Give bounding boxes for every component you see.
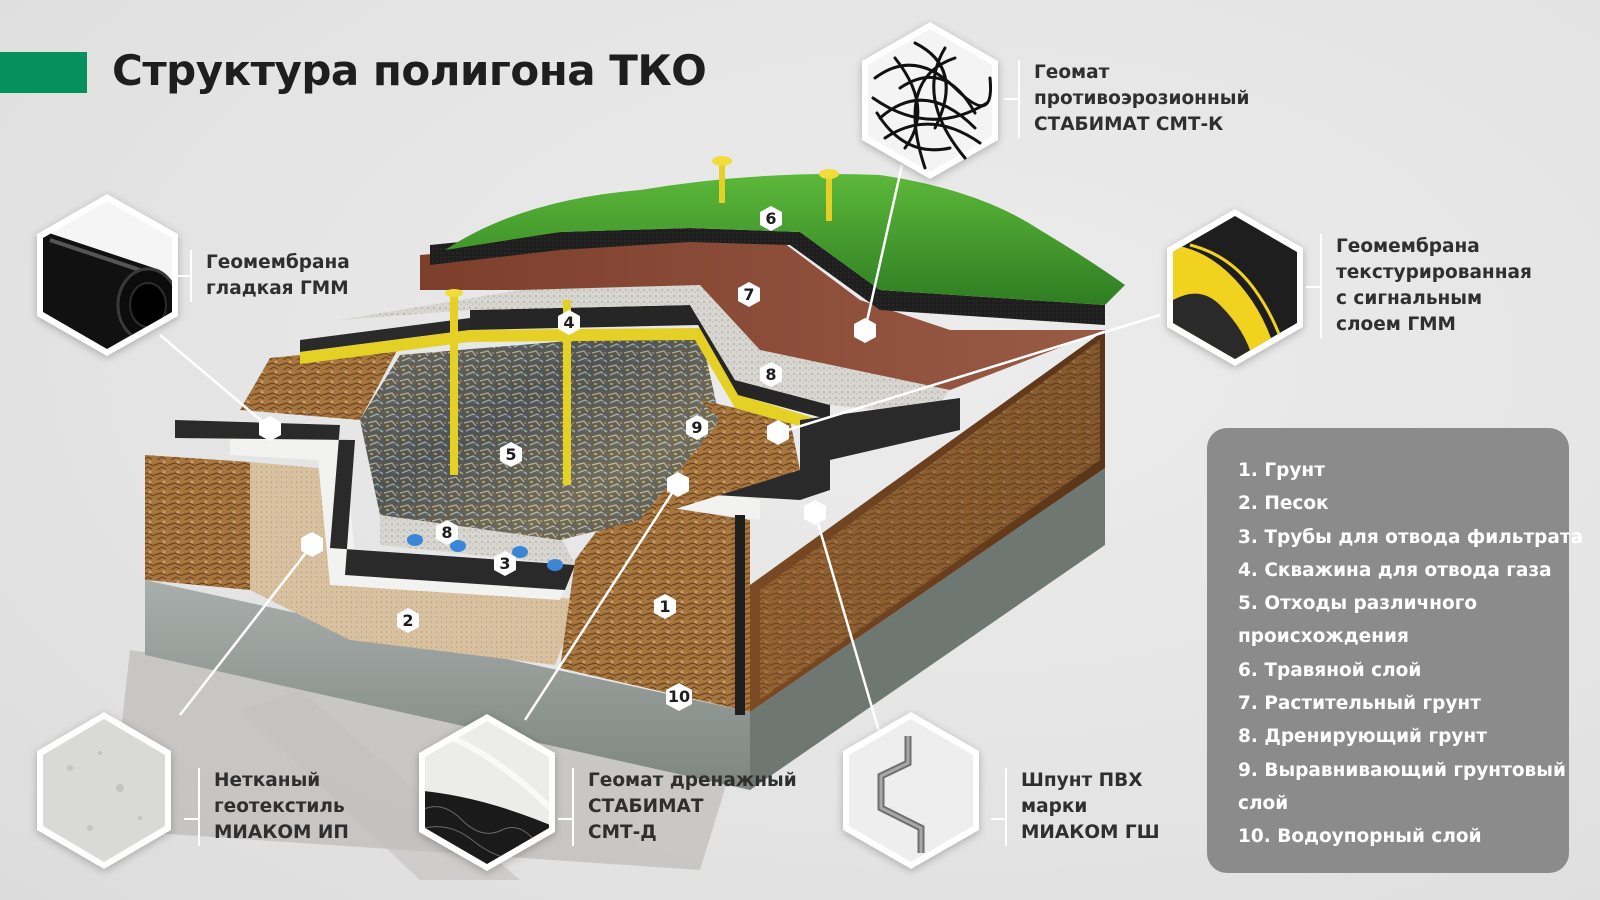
marker-4: 4: [558, 310, 580, 335]
legend-item: слой: [1238, 792, 1289, 814]
marker-8-lower: 8: [436, 520, 458, 545]
layer-erosion-mat: [430, 228, 1105, 325]
callout-line: с сигнальным: [1336, 288, 1483, 309]
geomat-tangle-icon: [862, 22, 998, 179]
callout-tick: [1306, 286, 1322, 288]
callout-tick: [991, 818, 1007, 820]
svg-text:4: 4: [563, 313, 574, 332]
sheet-pile-blocks: [800, 398, 960, 500]
layer-drain-upper: [340, 285, 950, 415]
marker-7: 7: [738, 282, 760, 307]
callout-line: СТАБИМАТ: [588, 796, 704, 817]
callout-tick: [558, 818, 574, 820]
marker-10: 10: [666, 683, 692, 711]
callout-tick: [184, 818, 200, 820]
layer-grass: [445, 174, 1125, 305]
geotextile-icon: [37, 712, 171, 869]
marker-5: 5: [500, 442, 522, 467]
geotextile-thumbnail: [30, 708, 178, 873]
connector-dots: [259, 318, 876, 557]
marker-3: 3: [494, 551, 516, 576]
callout-line: гладкая ГММ: [206, 278, 349, 299]
callout-geomat-drain: Геомат дренажный СТАБИМАТ СМТ-Д: [572, 768, 797, 846]
legend-item: 8. Дренирующий грунт: [1238, 726, 1487, 748]
callout-line: текстурированная: [1336, 262, 1532, 283]
callout-line: слоем ГММ: [1336, 314, 1456, 335]
callout-line: МИАКОМ ИП: [214, 822, 349, 843]
legend-panel: 1. Грунт 2. Песок 3. Трубы для отвода фи…: [1207, 428, 1584, 873]
marker-2: 2: [397, 608, 419, 633]
geomembrane-textured-thumbnail: [1160, 205, 1310, 370]
callout-line: Геомембрана: [206, 252, 350, 273]
callout-sheet-pile: Шпунт ПВХ марки МИАКОМ ГШ: [1005, 768, 1160, 846]
callout-tick: [1004, 98, 1020, 100]
legend-item: 3. Трубы для отвода фильтрата: [1238, 526, 1584, 548]
svg-text:8: 8: [765, 365, 776, 384]
svg-text:8: 8: [441, 523, 452, 542]
title-accent-bar: [0, 52, 87, 93]
layer-soil-left: [145, 455, 250, 590]
callout-line: СМТ-Д: [588, 822, 657, 843]
legend-item: 1. Грунт: [1238, 460, 1325, 481]
legend-item: 2. Песок: [1238, 493, 1329, 515]
callout-line: Геомат: [1034, 62, 1110, 83]
layer-leveling: [640, 400, 800, 520]
layer-drain-lower: [380, 515, 575, 565]
svg-text:9: 9: [691, 418, 702, 437]
callout-line: Нетканый: [214, 770, 321, 791]
callout-geomembrane-smooth: Геомембрана гладкая ГММ: [190, 250, 350, 302]
layer-smooth-membrane: [175, 420, 575, 590]
geomat-drain-thumbnail: [412, 710, 562, 875]
legend-item: 5. Отходы различного: [1238, 593, 1478, 615]
layer-signal-membrane: [300, 328, 820, 432]
marker-1: 1: [654, 594, 676, 619]
callout-line: геотекстиль: [214, 796, 345, 817]
marker-8-upper: 8: [760, 362, 782, 387]
svg-text:5: 5: [505, 445, 516, 464]
layer-soil-front: [560, 500, 750, 712]
callout-geomat-erosion: Геомат противоэрозионный СТАБИМАТ СМТ-К: [1018, 60, 1249, 138]
callout-line: МИАКОМ ГШ: [1021, 822, 1160, 843]
geomat-erosion-thumbnail: [855, 18, 1005, 183]
svg-text:3: 3: [499, 554, 510, 573]
marker-9: 9: [686, 415, 708, 440]
callout-geomembrane-textured: Геомембрана текстурированная с сигнальны…: [1320, 234, 1532, 338]
svg-text:10: 10: [668, 687, 690, 706]
svg-text:6: 6: [765, 209, 776, 228]
drain-geomat-icon: [419, 714, 555, 871]
callout-line: Геомат дренажный: [588, 770, 797, 791]
legend-item: 9. Выравнивающий грунтовый: [1238, 759, 1566, 781]
page-title: Структура полигона ТКО: [112, 46, 707, 95]
layer-soil-side: [750, 330, 1105, 712]
sheet-pile-front: [735, 515, 745, 715]
callout-line: марки: [1021, 796, 1088, 817]
callout-line: Геомембрана: [1336, 236, 1480, 257]
sheet-pile-icon: [843, 712, 979, 869]
callout-line: противоэрозионный: [1034, 88, 1250, 109]
sheet-pile-thumbnail: [836, 708, 986, 873]
leachate-pipes: [407, 534, 563, 571]
legend-item: 7. Растительный грунт: [1238, 693, 1481, 715]
layer-number-markers: 1 2 3 4 5 6 7 8 8 9 10: [397, 206, 782, 711]
callout-geotextile: Нетканый геотекстиль МИАКОМ ИП: [198, 768, 349, 846]
membrane-roll-icon: [37, 194, 178, 356]
callout-line: Шпунт ПВХ: [1021, 770, 1143, 791]
svg-text:7: 7: [743, 285, 754, 304]
callout-line: СТАБИМАТ СМТ-К: [1034, 114, 1224, 135]
callout-tick: [176, 275, 192, 277]
gas-wells: [445, 156, 839, 485]
geomembrane-smooth-thumbnail: [30, 190, 185, 360]
legend-item: 4. Скважина для отвода газа: [1238, 559, 1552, 581]
marker-6: 6: [760, 206, 782, 231]
svg-text:2: 2: [402, 611, 413, 630]
layer-waste: [360, 330, 720, 540]
legend-item: происхождения: [1238, 626, 1409, 648]
layer-sand: [250, 462, 580, 665]
layer-vegetative-soil: [420, 238, 1105, 390]
legend-item: 6. Травяной слой: [1238, 659, 1422, 681]
svg-text:1: 1: [659, 597, 670, 616]
textured-membrane-icon: [1167, 209, 1303, 366]
legend-item: 10. Водоупорный слой: [1238, 826, 1482, 848]
